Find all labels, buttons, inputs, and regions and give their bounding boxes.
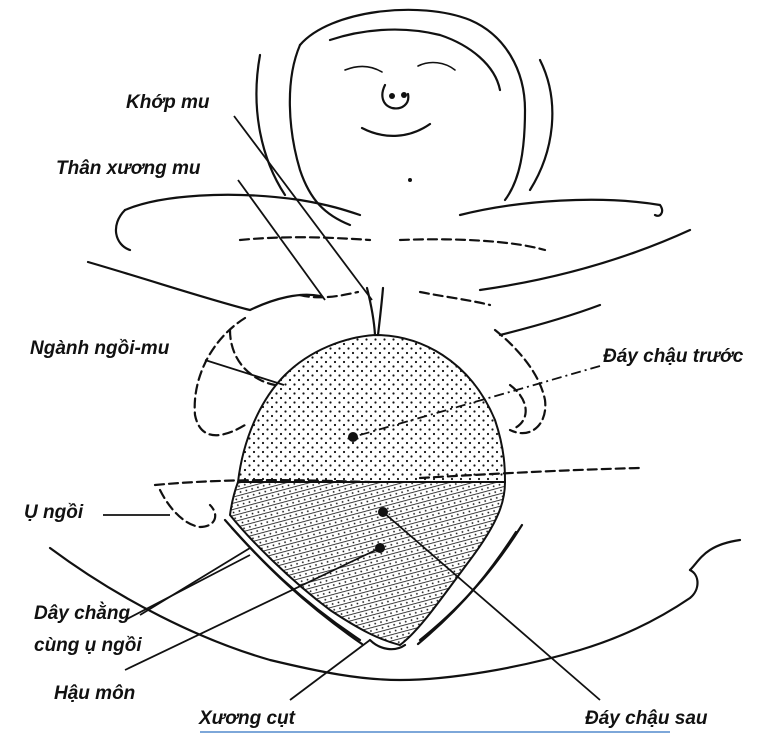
body-outline [88, 195, 690, 335]
label-hau-mon: Hậu môn [54, 683, 135, 704]
posterior-perineum-region [230, 482, 505, 645]
bottom-rule [200, 731, 670, 733]
label-day-chang-line2: cùng ụ ngồi [34, 635, 142, 656]
label-u-ngoi: Ụ ngồi [24, 502, 83, 523]
anterior-perineum-region [238, 335, 505, 482]
label-day-chang-line1: Dây chằng [34, 603, 130, 624]
label-xuong-cut: Xương cụt [199, 708, 295, 729]
label-than-xuong-mu: Thân xương mu [56, 158, 201, 179]
label-nganh-ngoi-mu: Ngành ngồi-mu [30, 338, 169, 359]
head-outline [256, 10, 552, 225]
label-day-chau-truoc: Đáy chậu trước [603, 346, 743, 367]
label-day-chau-sau: Đáy chậu sau [585, 708, 708, 729]
label-khop-mu: Khớp mu [126, 92, 209, 113]
